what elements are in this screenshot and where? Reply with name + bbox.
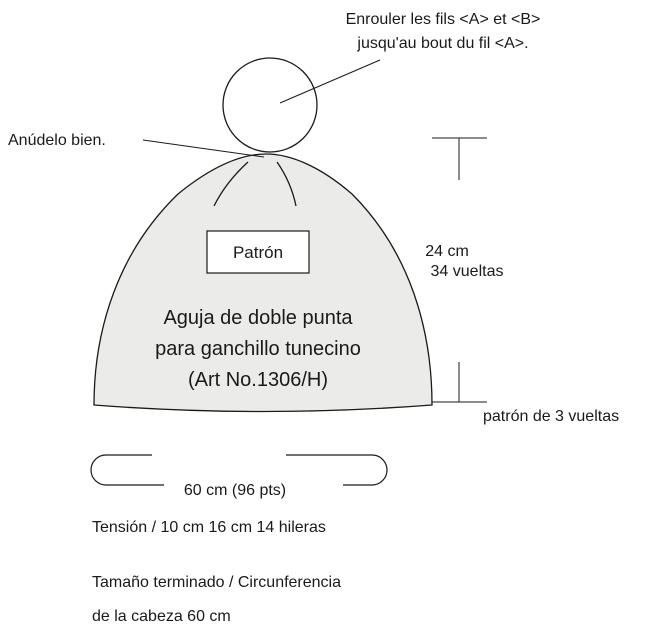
needle-line1: Aguja de doble punta xyxy=(163,307,353,329)
height-cm-label: 24 cm xyxy=(425,243,469,260)
width-bracket-left xyxy=(90,454,164,486)
height-rows-label: 34 vueltas xyxy=(431,263,504,280)
pompom-circle xyxy=(222,57,318,153)
wind-instruction-line1: Enrouler les fils <A> et <B> xyxy=(346,11,541,28)
hat-body xyxy=(93,153,433,413)
gather-line-right xyxy=(276,161,297,207)
size-note-line1: Tamaño terminado / Circunferencia xyxy=(92,574,341,591)
width-label: 60 cm (96 pts) xyxy=(184,482,286,499)
gauge-note: Tensión / 10 cm 16 cm 14 hileras xyxy=(92,519,326,536)
gather-line-left xyxy=(213,161,249,207)
needle-line3: (Art No.1306/H) xyxy=(188,369,328,391)
width-bracket-right xyxy=(286,454,388,486)
needle-line2: para ganchillo tunecino xyxy=(155,338,361,360)
tie-leader-line xyxy=(142,139,265,158)
tie-instruction: Anúdelo bien. xyxy=(8,132,106,149)
band-pattern-label: patrón de 3 vueltas xyxy=(483,408,619,425)
size-note-line2: de la cabeza 60 cm xyxy=(92,608,231,625)
wind-instruction-line2: jusqu'au bout du fil <A>. xyxy=(356,35,528,52)
wind-leader-line xyxy=(279,59,381,104)
pattern-label: Patrón xyxy=(233,243,283,262)
pattern-box xyxy=(206,230,310,274)
